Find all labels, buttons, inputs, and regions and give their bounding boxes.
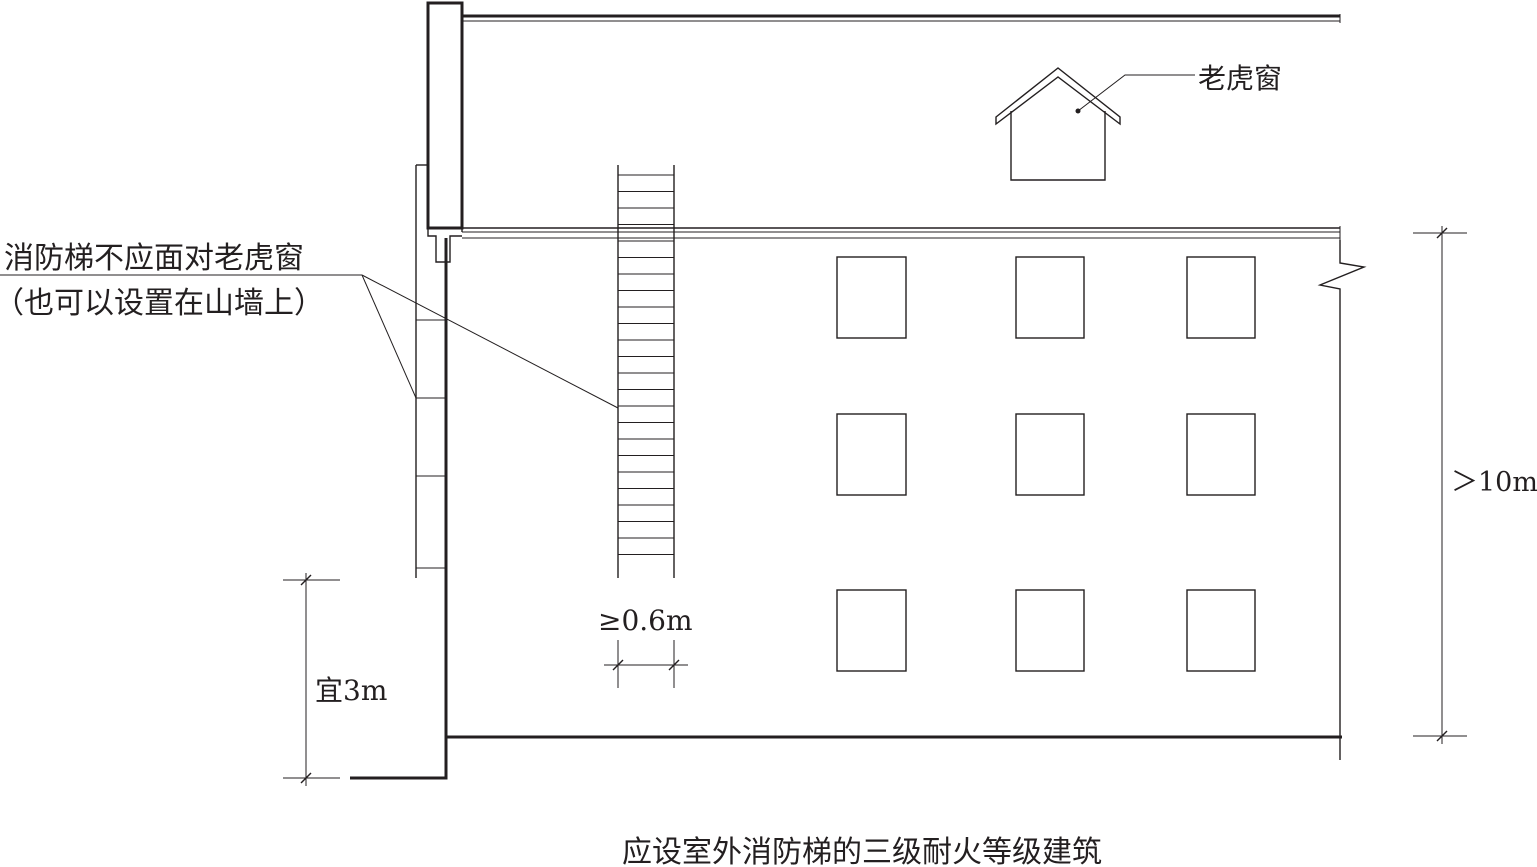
window (1186, 589, 1256, 672)
facade-windows (836, 256, 1256, 672)
dimension-ladder-start (283, 573, 340, 786)
ladder-start-label: 宜3m (315, 674, 387, 707)
window (1015, 256, 1085, 339)
window (836, 413, 907, 496)
dormer-window (995, 67, 1195, 181)
window (1186, 413, 1256, 496)
gable-wall (426, 1, 464, 737)
window (836, 256, 907, 339)
note-leaders (0, 274, 619, 409)
dormer-label: 老虎窗 (1198, 62, 1282, 95)
dimension-building-height (1413, 226, 1467, 744)
break-mark (1317, 240, 1367, 760)
dimension-ladder-width (604, 640, 688, 688)
window (1015, 589, 1085, 672)
window (1015, 413, 1085, 496)
window (1186, 256, 1256, 339)
window (836, 589, 907, 672)
ground (350, 735, 1342, 780)
note-line-1: 消防梯不应面对老虎窗 (4, 241, 304, 276)
gable-ladder (415, 164, 446, 578)
diagram-caption: 应设室外消防梯的三级耐火等级建筑 (622, 835, 1102, 867)
roof (461, 14, 1341, 232)
building-height-label: ＞10m (1451, 467, 1537, 498)
eave-line (462, 226, 1341, 240)
note-line-2: （也可以设置在山墙上） (0, 286, 324, 321)
ladder-width-label: ≥0.6m (598, 604, 693, 637)
roof-ladder (617, 165, 675, 578)
